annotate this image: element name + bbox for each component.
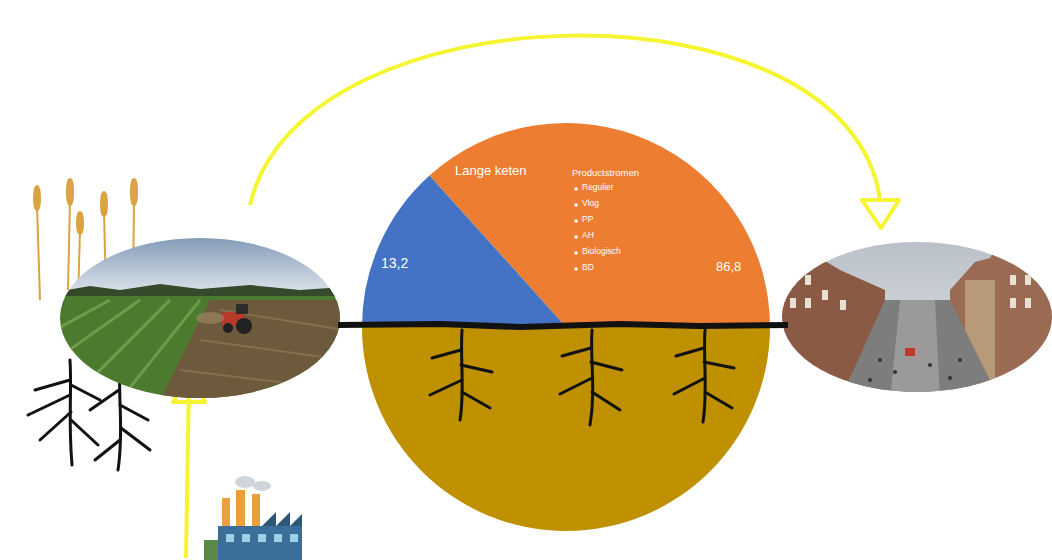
slice-value: 86,8 [716, 259, 741, 275]
farm-photo [55, 235, 345, 406]
list-item: BD [582, 262, 594, 272]
pie-slice: Lange keten ProductstromenRegulierVlogPP A… [451, 160, 746, 278]
list-item: Regulier [582, 182, 614, 192]
roots [430, 330, 734, 425]
list-bullets [574, 187, 578, 271]
city-photo [780, 240, 1052, 400]
pie-slice: 13,2 [377, 252, 413, 275]
list-heading: Productstromen [572, 167, 639, 178]
list-item: AH [582, 230, 594, 240]
factory-icon [204, 476, 302, 560]
list-item: Biologisch [582, 246, 621, 256]
ground-line [338, 324, 788, 327]
input-arrow [173, 374, 205, 558]
slice-heading: Lange keten [455, 163, 527, 179]
list-item: Vlog [582, 198, 599, 208]
slice-value: 13,2 [381, 255, 408, 272]
list-item: PP [582, 214, 593, 224]
